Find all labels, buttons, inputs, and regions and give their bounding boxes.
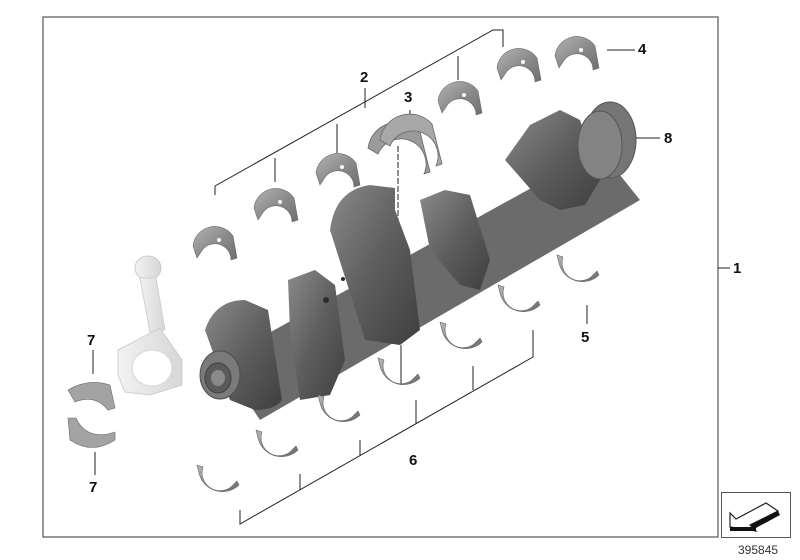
callout-8[interactable]: 8: [664, 130, 673, 147]
connecting-rod: [117, 255, 183, 396]
navigation-button[interactable]: [721, 492, 791, 538]
rod-bearing-shells: [67, 382, 116, 448]
leader-group-2: [214, 29, 504, 195]
document-number: 395845: [738, 543, 779, 557]
callout-7-lower[interactable]: 7: [89, 479, 98, 496]
arrow-down-left-icon: [729, 502, 780, 532]
callout-5[interactable]: 5: [581, 329, 590, 346]
callout-1[interactable]: 1: [733, 260, 742, 277]
callout-7-upper[interactable]: 7: [87, 332, 96, 349]
diagram-frame: [42, 16, 719, 538]
crankshaft: [199, 101, 640, 420]
thrust-bearing-shell: [367, 113, 443, 175]
callout-3[interactable]: 3: [404, 89, 413, 106]
callout-2[interactable]: 2: [360, 69, 369, 86]
leader-group-6: [239, 330, 534, 525]
callout-4[interactable]: 4: [638, 41, 647, 58]
callout-6[interactable]: 6: [409, 452, 418, 469]
